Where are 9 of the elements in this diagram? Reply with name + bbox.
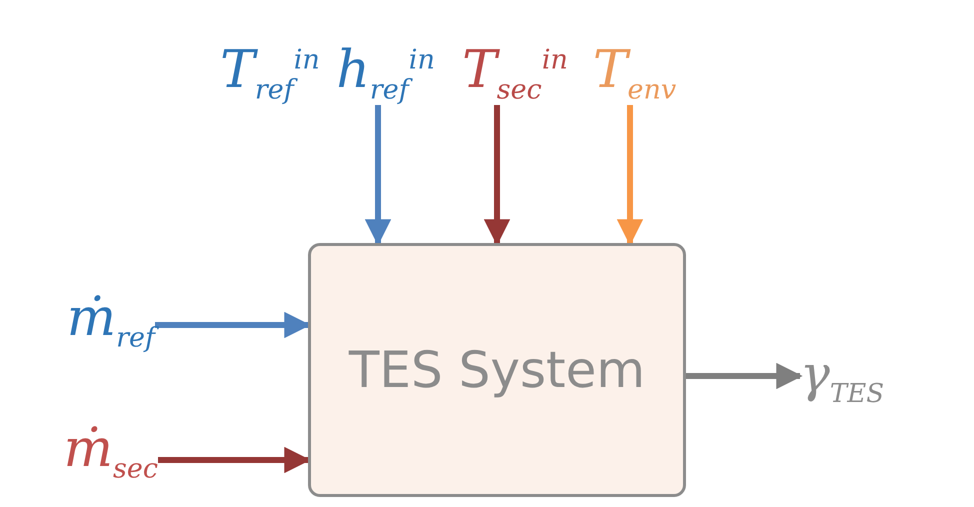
variable-label: γ$_{TES}$	[800, 346, 884, 408]
box-label: TES System	[348, 341, 646, 399]
variable-label: T$_{env}$	[592, 42, 676, 105]
arrow	[616, 105, 644, 246]
arrow	[364, 105, 392, 246]
system-box	[308, 243, 686, 497]
arrow	[484, 105, 510, 246]
arrow	[686, 362, 803, 390]
variable-label: ṁ$_{sec}$	[64, 421, 158, 485]
